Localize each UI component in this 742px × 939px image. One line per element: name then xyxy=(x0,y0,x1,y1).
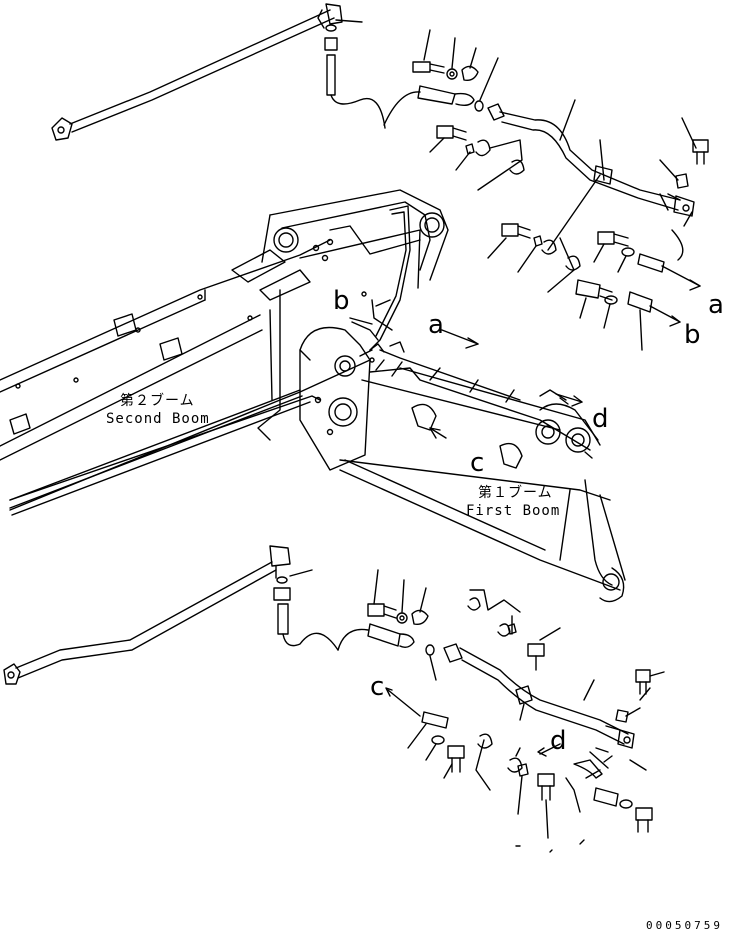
ref-label-c-lower: c xyxy=(370,672,385,702)
ref-label-d-lower: d xyxy=(550,726,567,756)
drawing-code: 00050759 xyxy=(646,919,723,932)
top-hose-assembly xyxy=(383,29,709,351)
first-boom-label-en: First Boom xyxy=(466,503,561,519)
bottom-rod-assembly xyxy=(3,545,339,685)
ref-label-a-right: a xyxy=(708,290,724,320)
second-boom-label-en: Second Boom xyxy=(106,411,210,427)
bottom-hose-assembly xyxy=(337,569,665,853)
ref-label-b-right: b xyxy=(684,320,701,350)
callout-arrows xyxy=(349,317,583,439)
ref-label-a-upper: a xyxy=(428,310,444,340)
second-boom-label-jp: 第２ブーム xyxy=(120,393,195,409)
top-rod-assembly xyxy=(51,3,386,141)
ref-label-c-boom: c xyxy=(470,448,485,478)
ref-label-b-upper: b xyxy=(333,286,350,316)
hydraulic-lines xyxy=(9,205,521,511)
first-boom-label-jp: 第１ブーム xyxy=(478,485,553,501)
first-boom-body xyxy=(9,321,626,603)
second-boom-body xyxy=(0,189,449,516)
ref-label-d-boom: d xyxy=(592,404,609,434)
